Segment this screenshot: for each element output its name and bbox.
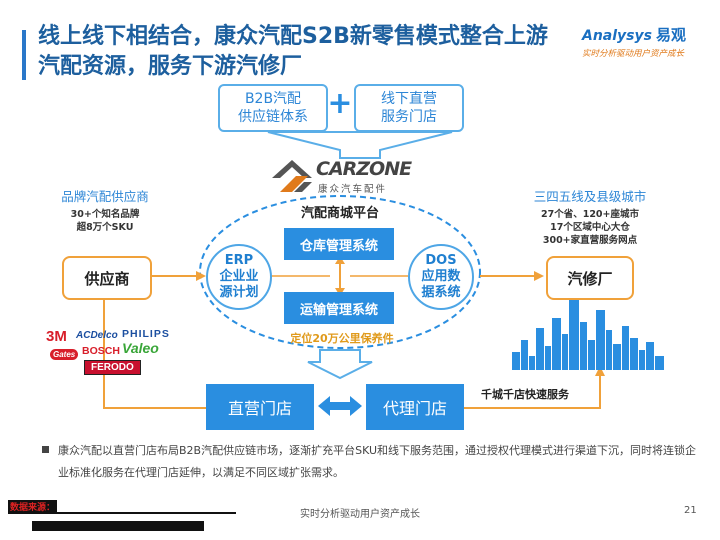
brand-valeo-logo: Valeo	[122, 340, 159, 356]
erp-circle: ERP 企业业 源计划	[206, 244, 272, 310]
carzone-wordmark: CARZONE	[316, 158, 412, 180]
supplier-brands-count: 30+个知名品牌	[70, 209, 140, 220]
platform-ellipse	[199, 195, 481, 349]
repair-city-count: 27个省、120+座城市	[540, 209, 639, 220]
offline-store-box: 线下直营 服务门店	[354, 84, 464, 132]
direct-store-box: 直营门店	[206, 384, 314, 430]
repair-outlet-count: 300+家直营服务网点	[542, 235, 638, 246]
bullet-marker	[42, 446, 49, 453]
supplier-box: 供应商	[62, 256, 152, 300]
source-redaction-bar	[8, 512, 236, 514]
outer-loop-left	[103, 296, 206, 409]
carzone-cn-name: 康众汽车配件	[318, 184, 388, 195]
brand-3m-logo: 3M	[46, 328, 67, 345]
city-skyline-icon	[512, 300, 664, 370]
brand-ferodo-logo: FERODO	[84, 360, 141, 375]
down-arrow	[307, 349, 373, 380]
logo-brand-en: Analysys	[582, 28, 652, 44]
plus-icon: +	[327, 86, 353, 121]
supplier-side-title: 品牌汽配供应商	[61, 189, 149, 204]
repair-arrow-head	[534, 271, 544, 281]
warehouse-system-box: 仓库管理系统	[284, 228, 394, 260]
brand-gates-logo: Gates	[50, 349, 79, 360]
repair-warehouse-count: 17个区域中心大仓	[550, 222, 630, 233]
source-label: 数据来源：	[8, 500, 58, 513]
source-redaction-bar-2	[32, 521, 204, 531]
brand-acdelco-logo: ACDelco	[76, 330, 118, 341]
footer-slogan: 实时分析驱动用户资产成长	[300, 509, 420, 520]
summary-text: 康众汽配以直营门店布局B2B汽配供应链市场，逐渐扩充平台SKU和线下服务范围，通…	[58, 444, 697, 479]
agent-store-box: 代理门店	[366, 384, 464, 430]
logo-slogan: 实时分析驱动用户资产成长	[582, 49, 685, 59]
brand-philips-logo: PHILIPS	[122, 328, 170, 340]
logo-brand-cn: 易观	[655, 26, 686, 44]
platform-title: 汽配商城平台	[300, 206, 379, 221]
title-accent-bar	[22, 30, 26, 80]
store-double-arrow	[318, 396, 362, 416]
funnel-arrow	[267, 131, 453, 159]
brand-bosch-logo: BOSCH	[82, 345, 120, 357]
dos-circle: DOS 应用数 据系统	[408, 244, 474, 310]
supplier-sku-count: 超8万个SKU	[76, 222, 134, 233]
supplier-arrow-head	[196, 271, 206, 281]
transport-system-box: 运输管理系统	[284, 292, 394, 324]
outer-loop-arrow	[595, 366, 605, 376]
system-link-up	[335, 256, 345, 264]
outer-loop-right	[464, 372, 601, 409]
repair-side-title: 三四五线及县级城市	[533, 189, 647, 204]
page-number: 21	[684, 505, 697, 516]
warranty-label: 定位20万公里保养件	[290, 332, 394, 345]
slide-title: 线上线下相结合，康众汽配S2B新零售模式整合上游汽配资源，服务下游汽修厂	[38, 24, 548, 79]
carzone-logo-icon	[272, 160, 312, 192]
fast-service-label: 千城千店快速服务	[481, 388, 569, 401]
b2b-supply-chain-box: B2B汽配 供应链体系	[218, 84, 328, 132]
repair-shop-box: 汽修厂	[546, 256, 634, 300]
